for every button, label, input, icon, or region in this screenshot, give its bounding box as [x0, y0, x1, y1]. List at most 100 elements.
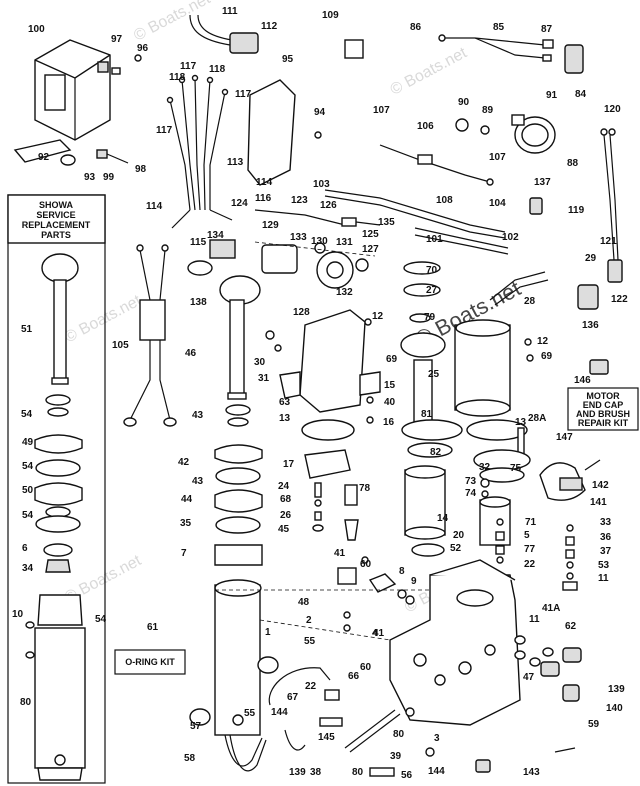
- callout-41: 41: [373, 628, 385, 639]
- callout-58: 58: [184, 753, 196, 764]
- callout-28A: 28A: [528, 413, 546, 424]
- motor-kit-line-4: REPAIR KIT: [578, 418, 629, 428]
- callout-12: 12: [372, 311, 384, 322]
- piston-stack-42: [214, 404, 263, 566]
- callout-27: 27: [426, 285, 438, 296]
- callout-117: 117: [180, 61, 197, 72]
- callout-3: 3: [434, 733, 440, 744]
- callout-54: 54: [22, 510, 34, 521]
- housing-63: [265, 309, 381, 441]
- callout-62: 62: [565, 621, 577, 632]
- callout-118: 118: [169, 72, 186, 83]
- callout-22: 22: [524, 559, 536, 570]
- callout-1: 1: [265, 627, 271, 638]
- callout-102: 102: [502, 232, 519, 243]
- tube-81: [400, 261, 463, 458]
- valve-parts: [312, 482, 359, 541]
- callout-144: 144: [271, 707, 288, 718]
- callout-117: 117: [235, 89, 252, 100]
- callout-30: 30: [254, 357, 266, 368]
- callout-16: 16: [383, 417, 395, 428]
- harness-111: [189, 14, 259, 54]
- callout-146: 146: [574, 375, 591, 386]
- plug-55b: [189, 708, 211, 726]
- callout-81: 81: [421, 409, 433, 420]
- callout-96: 96: [137, 43, 149, 54]
- callout-107: 107: [373, 105, 390, 116]
- callout-73: 73: [465, 476, 477, 487]
- callout-80: 80: [393, 729, 405, 740]
- callout-37: 37: [600, 546, 612, 557]
- callout-54: 54: [22, 461, 34, 472]
- callout-66: 66: [348, 671, 360, 682]
- callout-141: 141: [590, 497, 607, 508]
- relay-box: [34, 39, 142, 141]
- callout-74: 74: [465, 488, 477, 499]
- motor-kit-box: MOTOR END CAP AND BRUSH REPAIR KIT: [567, 387, 639, 431]
- callout-44: 44: [181, 494, 193, 505]
- callout-13: 13: [279, 413, 291, 424]
- callout-92: 92: [38, 152, 50, 163]
- callout-132: 132: [336, 287, 353, 298]
- callout-119: 119: [568, 205, 585, 216]
- callout-107: 107: [489, 152, 506, 163]
- motor-kit-line-3: AND BRUSH: [576, 409, 630, 419]
- motor-kit-line-2: END CAP: [583, 400, 624, 410]
- callout-20: 20: [453, 530, 465, 541]
- callout-106: 106: [417, 121, 434, 132]
- callout-28: 28: [524, 296, 536, 307]
- callout-144: 144: [428, 766, 445, 777]
- cylinder-14: [404, 465, 446, 557]
- callout-56: 56: [401, 770, 413, 781]
- callout-145: 145: [318, 732, 335, 743]
- brush-holder-147: [539, 459, 601, 501]
- leads-101: [414, 227, 509, 255]
- cap-17: [304, 449, 351, 479]
- callout-10: 10: [12, 609, 24, 620]
- showa-line-2: SERVICE: [36, 210, 75, 220]
- callout-117: 117: [156, 125, 173, 136]
- connector-137: [529, 197, 543, 215]
- callout-124: 124: [231, 198, 248, 209]
- callout-43: 43: [192, 410, 204, 421]
- callout-60: 60: [360, 559, 372, 570]
- callout-105: 105: [112, 340, 129, 351]
- callout-126: 126: [320, 200, 337, 211]
- lead-119: [600, 128, 623, 283]
- relay-109: [344, 39, 364, 59]
- rod-46: [219, 275, 261, 400]
- reservoir-parts: [473, 449, 531, 546]
- clamp-138: [187, 260, 213, 276]
- showa-line-3: REPLACEMENT: [22, 220, 91, 230]
- callout-36: 36: [600, 532, 612, 543]
- callout-100: 100: [28, 24, 45, 35]
- callout-85: 85: [493, 22, 505, 33]
- callout-32: 32: [479, 462, 491, 473]
- callout-48: 48: [298, 597, 310, 608]
- callout-33: 33: [600, 517, 612, 528]
- callout-41: 41: [334, 548, 346, 559]
- callout-54: 54: [95, 614, 107, 625]
- callout-131: 131: [336, 237, 353, 248]
- showa-line-4: PARTS: [41, 230, 71, 240]
- callout-8: 8: [399, 566, 405, 577]
- callout-45: 45: [278, 524, 290, 535]
- callout-134: 134: [207, 230, 224, 241]
- callout-57: 57: [190, 721, 202, 732]
- callout-115: 115: [190, 237, 207, 248]
- callout-35: 35: [180, 518, 192, 529]
- callout-140: 140: [606, 703, 623, 714]
- callout-61: 61: [147, 622, 159, 633]
- small-parts-5-10: [495, 518, 578, 591]
- callout-39: 39: [390, 751, 402, 762]
- callout-128: 128: [293, 307, 310, 318]
- callout-82: 82: [430, 447, 442, 458]
- callout-114: 114: [146, 201, 163, 212]
- callout-88: 88: [567, 158, 579, 169]
- callout-93: 93: [84, 172, 96, 183]
- callout-9: 9: [411, 576, 417, 587]
- callout-52: 52: [450, 543, 462, 554]
- callout-79: 79: [424, 312, 436, 323]
